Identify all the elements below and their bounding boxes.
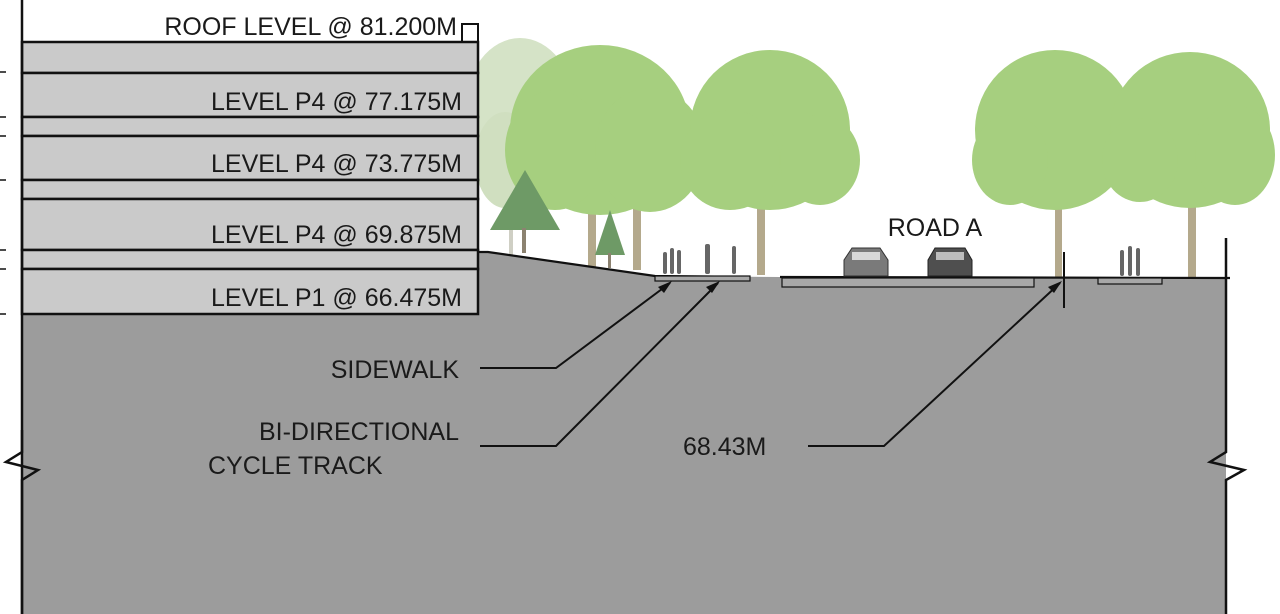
ground-section	[22, 252, 1226, 614]
car-left	[843, 247, 889, 277]
cycle-track-label-line2: CYCLE TRACK	[208, 452, 383, 480]
road-label: ROAD A	[888, 214, 983, 242]
level-label-p4-middle: LEVEL P4 @ 73.775M	[211, 150, 462, 178]
conifer-trees	[490, 170, 625, 268]
callout-leaders	[480, 282, 1061, 447]
tree-canopies-right	[972, 50, 1275, 210]
elevation-label: 68.43M	[683, 433, 766, 461]
level-label-p1: LEVEL P1 @ 66.475M	[211, 284, 462, 312]
break-line-left	[2, 430, 42, 614]
road-surface	[781, 277, 1035, 288]
building-section	[20, 0, 480, 614]
callout-arrowheads	[658, 281, 1062, 293]
sidewalk-strip	[654, 275, 751, 282]
car-right	[927, 247, 973, 277]
pedestrian-figures	[663, 244, 1140, 276]
sidewalk-strip-right	[1097, 277, 1163, 285]
level-label-p4-upper: LEVEL P4 @ 77.175M	[211, 88, 462, 116]
break-line-right	[1206, 238, 1248, 614]
tree-canopies-left	[505, 45, 860, 215]
tree-trunks	[588, 180, 1196, 278]
level-label-p4-lower: LEVEL P4 @ 69.875M	[211, 221, 462, 249]
cycle-track-label-line1: BI-DIRECTIONAL	[259, 418, 459, 446]
level-label-roof: ROOF LEVEL @ 81.200M	[164, 13, 457, 41]
level-tick-marks	[0, 71, 6, 315]
sidewalk-label: SIDEWALK	[331, 356, 460, 384]
